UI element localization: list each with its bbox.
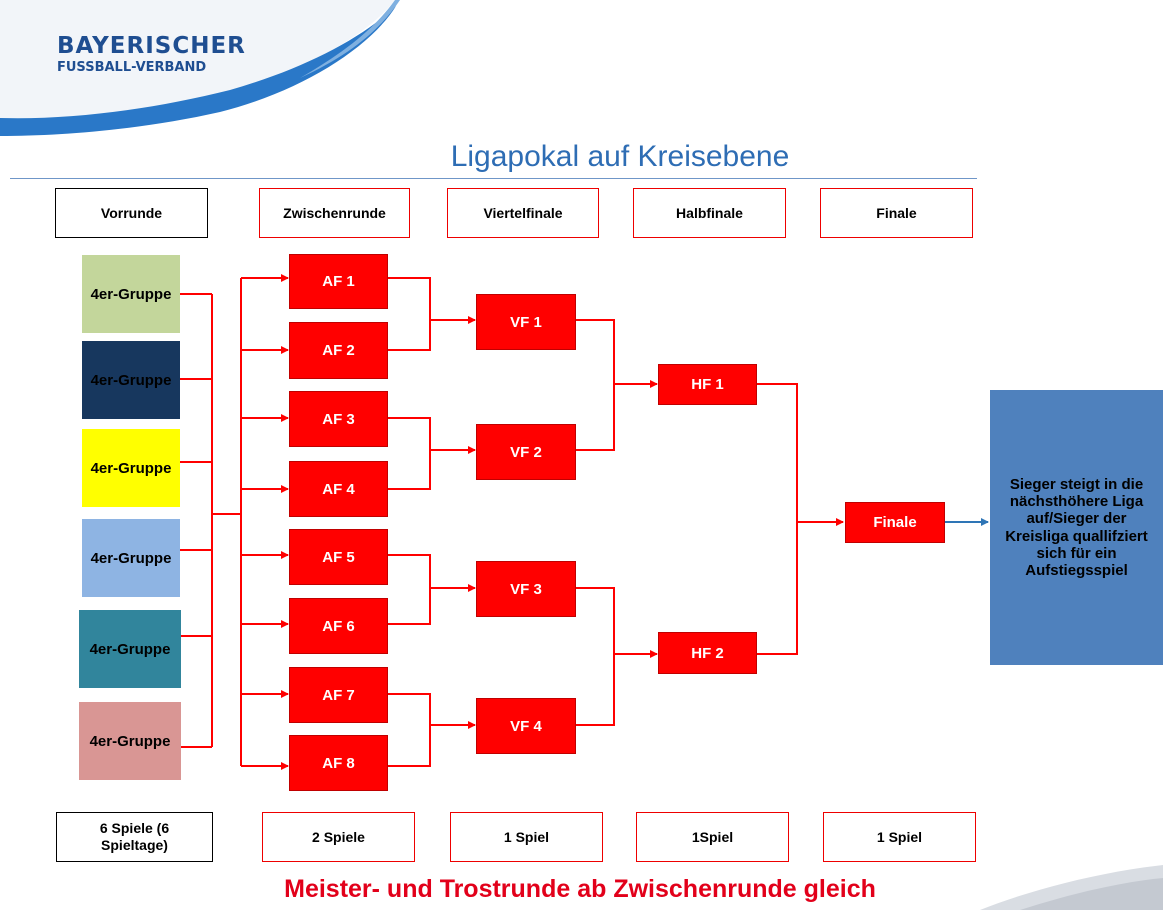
- group-label-5: 4er-Gruppe: [89, 640, 171, 658]
- group-label-6: 4er-Gruppe: [89, 732, 171, 750]
- header-vorrunde: Vorrunde: [55, 188, 208, 238]
- hf-1-box: HF 1: [658, 364, 757, 405]
- group-box-2: 4er-Gruppe: [82, 341, 180, 419]
- af-7-box: AF 7: [289, 667, 388, 723]
- group-label-3: 4er-Gruppe: [90, 459, 172, 477]
- group-label-4: 4er-Gruppe: [90, 549, 172, 567]
- final-box: Finale: [845, 502, 945, 543]
- af-4-box: AF 4: [289, 461, 388, 517]
- games-finale: 1 Spiel: [823, 812, 976, 862]
- group-label-1: 4er-Gruppe: [90, 285, 172, 303]
- footer-note: Meister- und Trostrunde ab Zwischenrunde…: [284, 875, 876, 903]
- af-6-box: AF 6: [289, 598, 388, 654]
- winner-info-box: Sieger steigt in die nächsthöhere Liga a…: [990, 390, 1163, 665]
- vf-2-box: VF 2: [476, 424, 576, 480]
- page-title: Ligapokal auf Kreisebene: [450, 140, 790, 173]
- group-box-1: 4er-Gruppe: [82, 255, 180, 333]
- hf-2-box: HF 2: [658, 632, 757, 674]
- header-halbfinale: Halbfinale: [633, 188, 786, 238]
- group-box-5: 4er-Gruppe: [79, 610, 181, 688]
- games-vorrunde: 6 Spiele (6 Spieltage): [56, 812, 213, 862]
- group-box-3: 4er-Gruppe: [82, 429, 180, 507]
- games-zwischenrunde: 2 Spiele: [262, 812, 415, 862]
- vf-1-box: VF 1: [476, 294, 576, 350]
- header-finale: Finale: [820, 188, 973, 238]
- af-2-box: AF 2: [289, 322, 388, 379]
- games-viertelfinale: 1 Spiel: [450, 812, 603, 862]
- af-5-box: AF 5: [289, 529, 388, 585]
- vf-3-box: VF 3: [476, 561, 576, 617]
- af-1-box: AF 1: [289, 254, 388, 309]
- group-box-6: 4er-Gruppe: [79, 702, 181, 780]
- title-divider: [10, 178, 977, 179]
- logo-line2: FUSSBALL-VERBAND: [57, 60, 207, 75]
- corner-swoosh: [980, 865, 1163, 910]
- group-label-2: 4er-Gruppe: [90, 371, 172, 389]
- logo-swoosh: [0, 0, 400, 136]
- games-halbfinale: 1Spiel: [636, 812, 789, 862]
- header-viertelfinale: Viertelfinale: [447, 188, 599, 238]
- header-zwischenrunde: Zwischenrunde: [259, 188, 410, 238]
- af-3-box: AF 3: [289, 391, 388, 447]
- af-8-box: AF 8: [289, 735, 388, 791]
- logo-line1: BAYERISCHER: [57, 33, 246, 59]
- vf-4-box: VF 4: [476, 698, 576, 754]
- group-box-4: 4er-Gruppe: [82, 519, 180, 597]
